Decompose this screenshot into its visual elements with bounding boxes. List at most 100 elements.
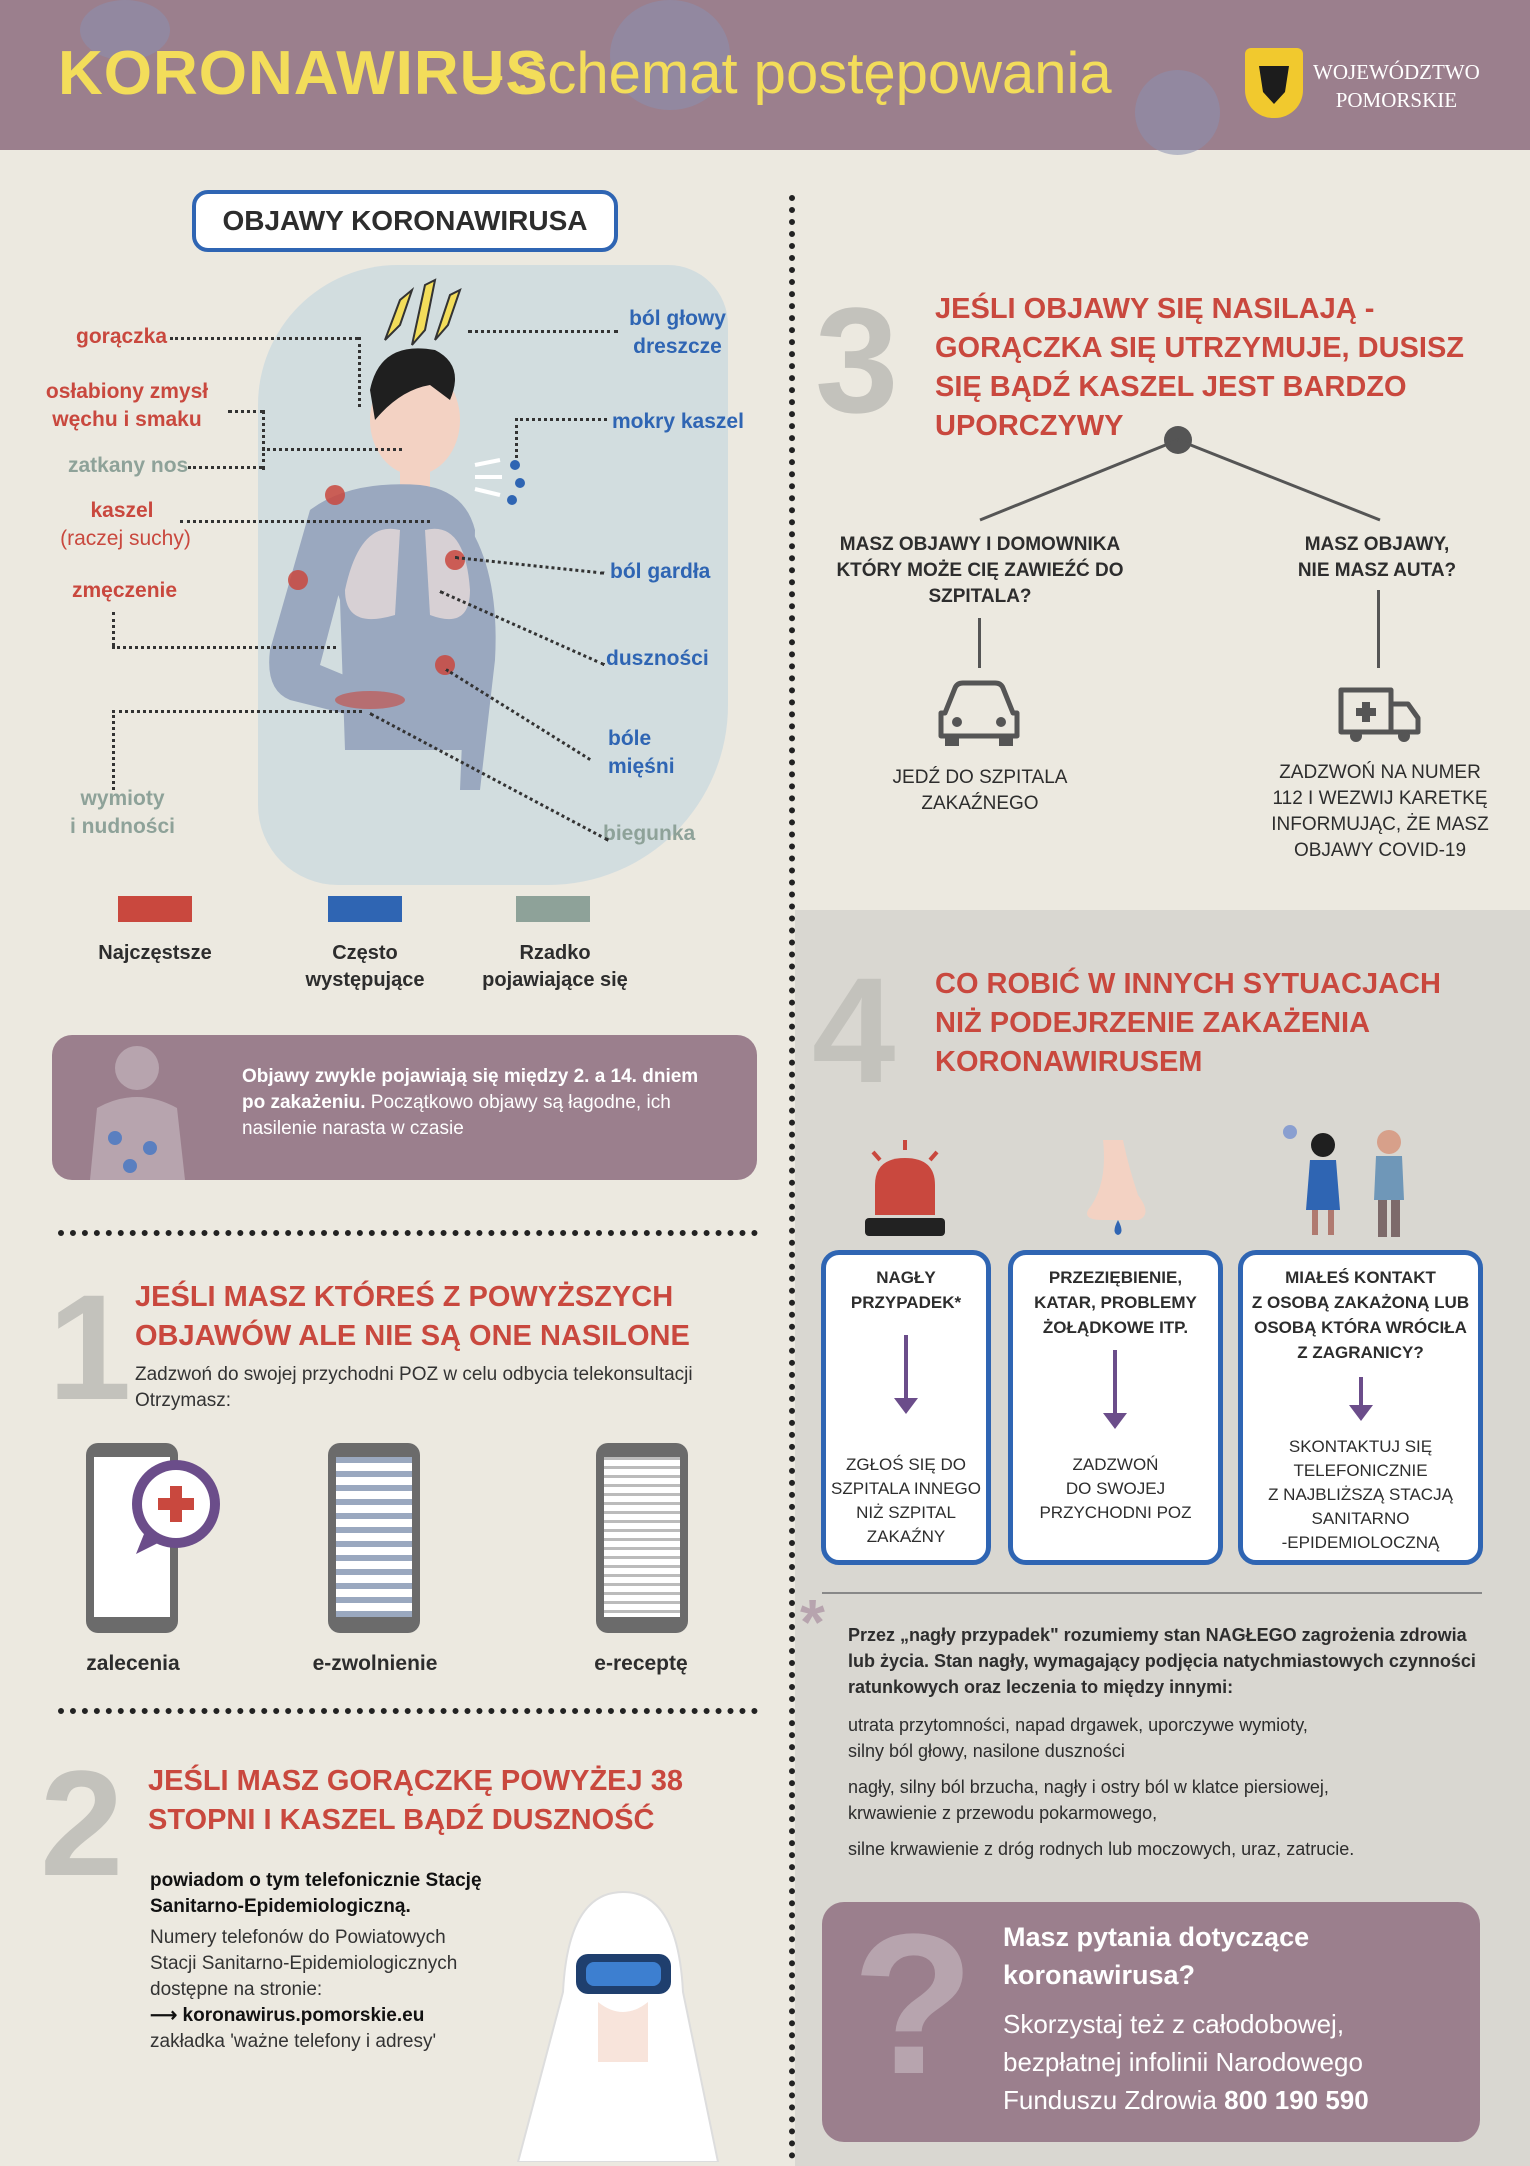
symptom-wet-cough: mokry kaszel bbox=[612, 410, 744, 433]
step-2-tab-note: zakładka 'ważne telefony i adresy' bbox=[150, 2031, 437, 2052]
symptoms-title: OBJAWY KORONAWIRUSA bbox=[192, 190, 618, 252]
leader-line bbox=[112, 710, 115, 790]
person-illustration bbox=[269, 278, 496, 790]
helpline-heading: Masz pytania dotyczące koronawirusa? bbox=[1003, 1922, 1310, 1990]
cough-droplets-icon bbox=[474, 458, 525, 505]
arrow-line bbox=[978, 618, 981, 668]
person-silhouette-icon bbox=[90, 1046, 185, 1180]
step-1-number: 1 bbox=[48, 1263, 132, 1431]
step-2-bold: powiadom o tym telefonicznie Stację Sani… bbox=[150, 1870, 482, 1917]
option-contact-action: SKONTAKTUJ SIĘ TELEFONICZNIE Z NAJBLIŻSZ… bbox=[1268, 1437, 1453, 1552]
symptom-breathlessness: duszności bbox=[606, 647, 709, 670]
legend-rare: Rzadko pojawiające się bbox=[482, 942, 628, 991]
question-no-car: MASZ OBJAWY, NIE MASZ AUTA? bbox=[1297, 534, 1457, 581]
emergency-note: Przez „nagły przypadek" rozumiemy stan N… bbox=[848, 1622, 1488, 1862]
helpline-box bbox=[822, 1902, 1480, 2142]
option-emergency-title: NAGŁY PRZYPADEK* bbox=[850, 1268, 962, 1312]
item-sick-leave: e-zwolnienie bbox=[312, 1652, 438, 1675]
phone-sick-leave-icon bbox=[328, 1443, 420, 1633]
emergency-note-definition: Przez „nagły przypadek" rozumiemy stan N… bbox=[848, 1625, 1476, 1697]
symptom-smell-taste: osłabiony zmysł węchu i smaku bbox=[45, 380, 209, 431]
leader-line bbox=[180, 520, 430, 523]
section-divider bbox=[58, 1230, 758, 1236]
symptom-muscle-pain: bóle mięśni bbox=[608, 727, 675, 778]
leader-line bbox=[515, 418, 518, 458]
step-2-link[interactable]: ⟶ koronawirus.pomorskie.eu bbox=[150, 2003, 490, 2029]
leader-line bbox=[262, 448, 402, 451]
leader-line bbox=[170, 337, 358, 340]
page-title: KORONAWIRUS bbox=[58, 39, 548, 108]
legend-swatch-rare bbox=[516, 896, 590, 922]
arrow-down-icon bbox=[894, 1335, 918, 1414]
leader-line bbox=[228, 410, 264, 413]
step-3-heading: JEŚLI OBJAWY SIĘ NASILAJĄ - GORĄCZKA SIĘ… bbox=[935, 293, 1465, 442]
step-2-heading: JEŚLI MASZ GORĄCZKĘ POWYŻEJ 38 STOPNI I … bbox=[148, 1765, 683, 1836]
symptom-fatigue: zmęczenie bbox=[72, 579, 178, 602]
leader-line bbox=[112, 646, 336, 649]
emergency-note-line: silne krwawienie z dróg rodnych lub mocz… bbox=[848, 1839, 1355, 1859]
helpline-text: Skorzystaj też z całodobowej, bezpłatnej… bbox=[1003, 2005, 1463, 2119]
incubation-info-rest: Początkowo objawy są łagodne, ich nasile… bbox=[242, 1092, 671, 1139]
option-cold-card: PRZEZIĘBIENIE, KATAR, PROBLEMY ŻOŁĄDKOWE… bbox=[1008, 1250, 1223, 1565]
emergency-siren-icon bbox=[865, 1140, 945, 1236]
symptom-cough-note: (raczej suchy) bbox=[60, 527, 191, 550]
step-4-heading: CO ROBIĆ W INNYCH SYTUACJACH NIŻ PODEJRZ… bbox=[935, 968, 1441, 1078]
nose-icon bbox=[1087, 1140, 1146, 1235]
arrow-line bbox=[1377, 590, 1380, 668]
section-divider bbox=[58, 1708, 758, 1714]
question-has-driver: MASZ OBJAWY I DOMOWNIKA KTÓRY MOŻE CIĘ Z… bbox=[836, 534, 1124, 607]
people-contact-icon bbox=[1283, 1125, 1404, 1237]
leader-line bbox=[112, 612, 115, 646]
step-2-text: Numery telefonów do Powiatowych Stacji S… bbox=[150, 1927, 458, 2000]
decision-tree-lines bbox=[979, 426, 1381, 522]
leader-line bbox=[468, 330, 618, 333]
question-mark-icon: ? bbox=[852, 1893, 975, 2116]
arrow-down-icon bbox=[1103, 1350, 1127, 1429]
asterisk-icon: * bbox=[800, 1586, 825, 1658]
helpline-description: Skorzystaj też z całodobowej, bezpłatnej… bbox=[1003, 2009, 1363, 2115]
option-emergency-card: NAGŁY PRZYPADEK* ZGŁOŚ SIĘ DO SZPITALA I… bbox=[821, 1250, 991, 1565]
step-1-heading: JEŚLI MASZ KTÓREŚ Z POWYŻSZYCH OBJAWÓW A… bbox=[135, 1281, 690, 1352]
option-cold-title: PRZEZIĘBIENIE, KATAR, PROBLEMY ŻOŁĄDKOWE… bbox=[1034, 1268, 1197, 1337]
website-link[interactable]: koronawirus.pomorskie.eu bbox=[182, 2005, 425, 2026]
leader-line bbox=[358, 337, 361, 407]
leader-line bbox=[515, 418, 607, 421]
emergency-note-line: utrata przytomności, napad drgawek, upor… bbox=[848, 1715, 1308, 1761]
option-emergency-action: ZGŁOŚ SIĘ DO SZPITALA INNEGO NIŻ SZPITAL… bbox=[831, 1455, 981, 1546]
step-2-number: 2 bbox=[40, 1739, 124, 1907]
incubation-info-text: Objawy zwykle pojawiają się między 2. a … bbox=[242, 1064, 722, 1142]
symptom-diarrhea: biegunka bbox=[603, 822, 696, 845]
option-cold-action: ZADZWOŃ DO SWOJEJ PRZYCHODNI POZ bbox=[1039, 1455, 1192, 1522]
legend-swatch-common bbox=[328, 896, 402, 922]
ambulance-icon bbox=[1338, 687, 1421, 742]
option-contact-title: MIAŁEŚ KONTAKT Z OSOBĄ ZAKAŻONĄ LUB OSOB… bbox=[1251, 1268, 1470, 1362]
virus-icon bbox=[1135, 70, 1220, 155]
option-contact-card: MIAŁEŚ KONTAKT Z OSOBĄ ZAKAŻONĄ LUB OSOB… bbox=[1238, 1250, 1483, 1565]
symptom-sore-throat: ból gardła bbox=[610, 560, 711, 583]
legend-frequent: Najczęstsze bbox=[98, 942, 212, 964]
item-prescription: e-receptę bbox=[594, 1652, 688, 1675]
virus-icon bbox=[610, 0, 730, 110]
protective-suit-icon bbox=[516, 1890, 720, 2162]
legend-common: Często występujące bbox=[305, 942, 425, 991]
arrow-down-icon bbox=[1349, 1377, 1373, 1421]
phone-prescription-icon bbox=[596, 1443, 688, 1633]
symptom-headache-chills: ból głowy dreszcze bbox=[629, 307, 726, 358]
helpline-phone[interactable]: 800 190 590 bbox=[1224, 2085, 1369, 2115]
leader-line bbox=[262, 410, 265, 470]
leader-line bbox=[188, 466, 262, 469]
item-recommendations: zalecenia bbox=[86, 1652, 180, 1675]
answer-go-to-hospital: JEDŹ DO SZPITALA ZAKAŹNEGO bbox=[892, 767, 1068, 814]
answer-call-112: ZADZWOŃ NA NUMER 112 I WEZWIJ KARETKĘ IN… bbox=[1271, 762, 1489, 861]
medical-chat-icon bbox=[132, 1460, 220, 1554]
symptom-stuffy-nose: zatkany nos bbox=[68, 454, 189, 477]
car-icon bbox=[938, 680, 1020, 746]
page-subtitle: – schemat postępowania bbox=[470, 41, 1112, 106]
emergency-note-line: nagły, silny ból brzucha, nagły i ostry … bbox=[848, 1777, 1329, 1823]
virus-icon bbox=[80, 0, 170, 60]
step-4-number: 4 bbox=[812, 946, 896, 1114]
note-divider bbox=[822, 1592, 1482, 1594]
incubation-info-bold: Objawy zwykle pojawiają się między 2. a … bbox=[242, 1066, 699, 1113]
symptom-cough: kaszel bbox=[90, 499, 154, 522]
step-1-text: Zadzwoń do swojej przychodni POZ w celu … bbox=[135, 1364, 693, 1411]
